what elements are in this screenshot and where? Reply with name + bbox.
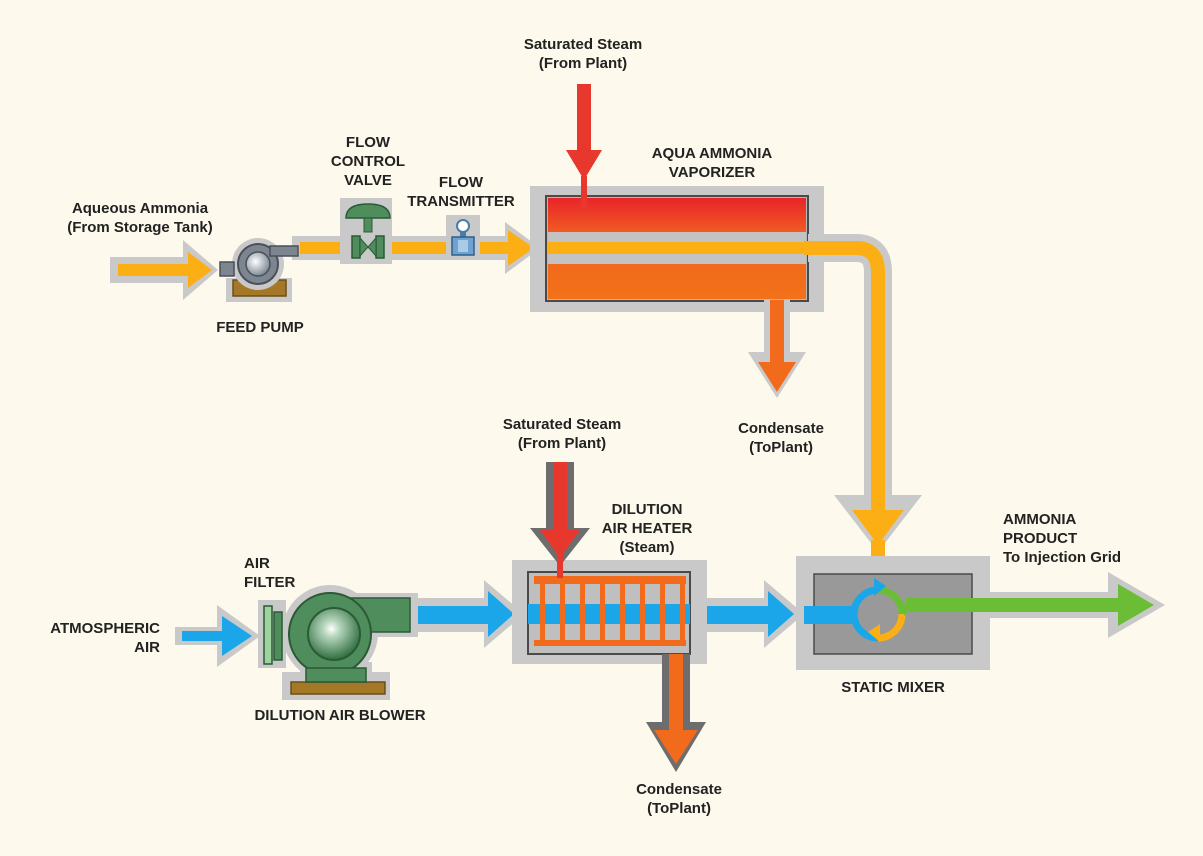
condensate-outlet-arrow-top bbox=[748, 300, 806, 398]
label-condensate-bottom-1: Condensate bbox=[636, 781, 722, 798]
label-blower: DILUTION AIR BLOWER bbox=[254, 707, 425, 724]
heater-tubes bbox=[540, 578, 685, 644]
ammonia-vapor-line bbox=[804, 234, 922, 582]
ammonia-product-arrow bbox=[906, 572, 1165, 638]
aqua-ammonia-vaporizer bbox=[530, 186, 824, 312]
label-static-mixer: STATIC MIXER bbox=[841, 679, 945, 696]
feed-pump bbox=[219, 238, 299, 302]
label-steam-top-1: Saturated Steam bbox=[524, 36, 642, 53]
label-heater-3: (Steam) bbox=[619, 539, 674, 556]
label-condensate-top-2: (ToPlant) bbox=[749, 439, 813, 456]
condensate-outlet-arrow-bottom bbox=[646, 654, 706, 772]
air-filter bbox=[258, 600, 286, 668]
label-steam-mid-1: Saturated Steam bbox=[503, 416, 621, 433]
label-ft-2: TRANSMITTER bbox=[407, 193, 515, 210]
static-mixer bbox=[796, 556, 990, 670]
dilution-air-blower bbox=[258, 585, 418, 700]
label-aqueous-2: (From Storage Tank) bbox=[67, 219, 213, 236]
label-aqueous-1: Aqueous Ammonia bbox=[72, 200, 209, 217]
flow-transmitter bbox=[446, 215, 480, 259]
dilution-air-heater bbox=[512, 560, 707, 664]
label-vaporizer-2: VAPORIZER bbox=[669, 164, 756, 181]
ammonia-inlet-arrow bbox=[110, 240, 218, 300]
label-product-1: AMMONIA bbox=[1003, 511, 1076, 528]
label-heater-2: AIR HEATER bbox=[602, 520, 693, 537]
label-atmospheric-2: AIR bbox=[134, 639, 160, 656]
label-product-3: To Injection Grid bbox=[1003, 549, 1121, 566]
label-heater-1: DILUTION bbox=[612, 501, 683, 518]
label-steam-top-2: (From Plant) bbox=[539, 55, 627, 72]
label-condensate-bottom-2: (ToPlant) bbox=[647, 800, 711, 817]
label-product-2: PRODUCT bbox=[1003, 530, 1077, 547]
label-ft-1: FLOW bbox=[439, 174, 484, 191]
label-feed-pump: FEED PUMP bbox=[216, 319, 304, 336]
label-steam-mid-2: (From Plant) bbox=[518, 435, 606, 452]
label-air-filter-2: FILTER bbox=[244, 574, 296, 591]
air-line-flow bbox=[408, 591, 794, 637]
ammonia-line-flow bbox=[300, 230, 534, 266]
label-fcv-2: CONTROL bbox=[331, 153, 405, 170]
label-air-filter-1: AIR bbox=[244, 555, 270, 572]
label-fcv-3: VALVE bbox=[344, 172, 392, 189]
label-vaporizer-1: AQUA AMMONIA bbox=[652, 145, 773, 162]
label-atmospheric-1: ATMOSPHERIC bbox=[50, 620, 160, 637]
steam-inlet-arrow-mid bbox=[530, 462, 590, 578]
flow-control-valve bbox=[340, 198, 392, 264]
label-fcv-1: FLOW bbox=[346, 134, 391, 151]
label-condensate-top-1: Condensate bbox=[738, 420, 824, 437]
steam-inlet-arrow-top bbox=[566, 84, 602, 210]
atmospheric-air-arrow bbox=[175, 605, 260, 667]
